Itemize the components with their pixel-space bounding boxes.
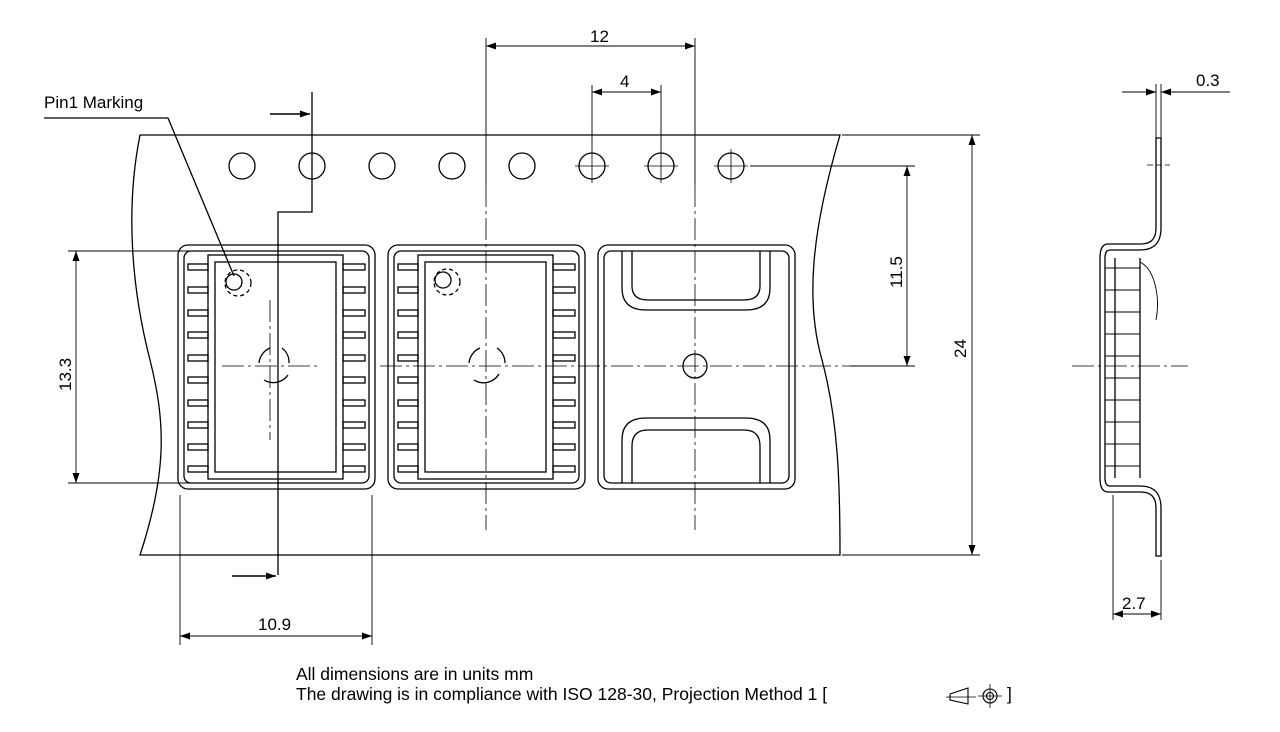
pocket-1: [177, 244, 376, 490]
pocket-2: [387, 244, 586, 490]
dim-pocket-width: [179, 495, 373, 645]
tape-outline: [131, 134, 841, 556]
pin1-dot-1: [225, 273, 243, 291]
dim-pocket-length-label: 13.3: [56, 358, 75, 391]
projection-method-1-icon: [946, 684, 1002, 708]
dim-depth: [1112, 495, 1162, 620]
section-cut-line: [232, 92, 313, 580]
dim-tape-width: [842, 134, 980, 556]
pin1-marking-label: Pin1 Marking: [44, 93, 143, 112]
chip-1-right-leads: [342, 263, 366, 473]
dim-hole-pitch: [591, 85, 662, 150]
note-units: All dimensions are in units mm: [296, 664, 533, 684]
chip-1-left-leads: [187, 263, 209, 473]
note-iso-prefix: The drawing is in compliance with ISO 12…: [296, 684, 827, 704]
center-mark-2: [468, 347, 506, 384]
dim-pitch: [485, 38, 696, 185]
dim-pocket-width-label: 10.9: [258, 615, 291, 634]
dim-hole-to-center: [750, 165, 915, 367]
dim-hole-to-center-label: 11.5: [887, 256, 906, 288]
pin1-leader: [44, 117, 235, 277]
pocket-3-empty: [597, 244, 796, 490]
dim-tape-width-label: 24: [951, 339, 970, 358]
center-lines: [222, 185, 1188, 530]
pin1-dot-2: [434, 271, 452, 289]
chip-2-right-leads: [552, 263, 576, 473]
chip-2-left-leads: [397, 263, 419, 473]
dim-thickness: [1122, 84, 1230, 138]
note-iso-suffix: ]: [1007, 684, 1012, 704]
dim-thickness-label: 0.3: [1196, 71, 1220, 90]
side-view: [1099, 137, 1170, 557]
dim-pocket-length: [68, 250, 210, 484]
center-mark-1: [258, 347, 290, 384]
dim-depth-label: 2.7: [1122, 594, 1146, 613]
dim-hole-pitch-label: 4: [620, 72, 629, 91]
dim-pitch-label: 12: [590, 27, 609, 46]
